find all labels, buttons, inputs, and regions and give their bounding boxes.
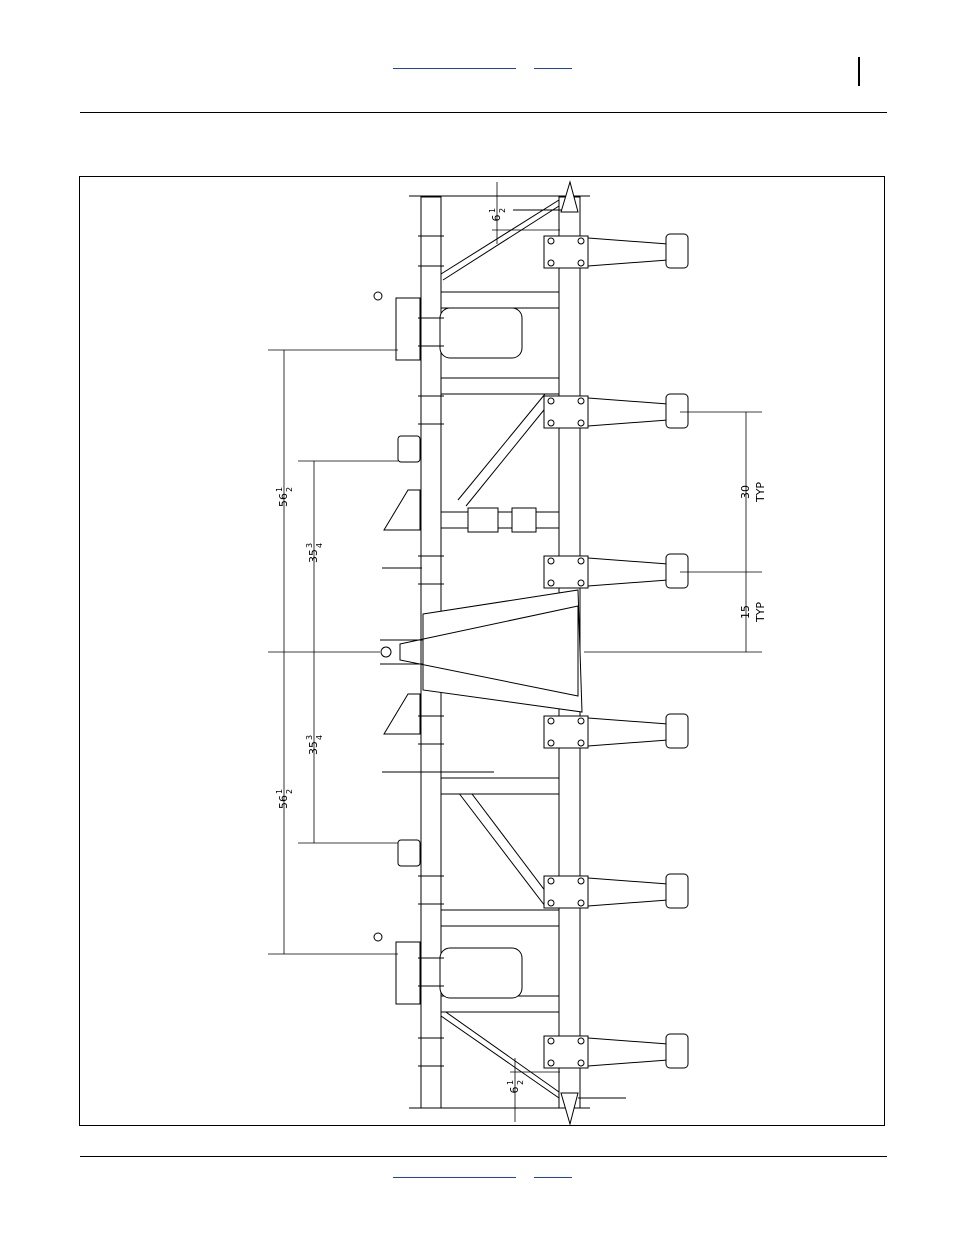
svg-text:6: 6	[508, 1087, 521, 1094]
svg-text:1: 1	[275, 487, 284, 492]
gauge-wheel-bottom	[440, 948, 522, 998]
dim-outer-lower: 56 1 2	[275, 789, 294, 809]
marker-disk-bottom	[374, 933, 382, 941]
dim-outer-upper: 56 1 2	[275, 487, 294, 507]
brace-lower	[458, 792, 545, 906]
dim-half-row-spacing: 15 TYP	[739, 602, 767, 623]
dim-top-offset: 6 1 2	[488, 208, 507, 222]
brace-upper	[458, 394, 545, 500]
svg-text:15: 15	[739, 605, 752, 619]
cross-member-3	[441, 778, 559, 794]
hitch-frame	[423, 590, 582, 712]
footer-link-underline-2[interactable]	[534, 1177, 572, 1178]
footer-link-underline-1[interactable]	[393, 1177, 516, 1178]
svg-text:56: 56	[277, 795, 290, 809]
dim-bottom-offset: 6 1 2	[506, 1080, 525, 1094]
svg-text:2: 2	[516, 1080, 525, 1085]
brace-upper-2	[466, 400, 552, 506]
svg-text:35: 35	[307, 741, 320, 755]
cylinder-barrel	[512, 508, 536, 532]
dim-inner-lower: 35 3 4	[305, 735, 324, 755]
brace-lower-2	[466, 786, 552, 900]
svg-text:3: 3	[305, 543, 314, 548]
row-unit-6	[544, 1034, 688, 1068]
brace-bottom	[441, 1016, 559, 1098]
marker-mount-top	[396, 298, 420, 360]
svg-text:1: 1	[506, 1080, 515, 1085]
dim-inner-upper: 35 3 4	[305, 543, 324, 563]
brace-bottom-2	[443, 1010, 559, 1092]
svg-text:56: 56	[277, 493, 290, 507]
svg-text:30: 30	[739, 485, 752, 499]
svg-text:2: 2	[285, 487, 294, 492]
svg-text:4: 4	[315, 543, 324, 548]
row-unit-1	[544, 234, 688, 268]
lock-block-upper	[398, 436, 420, 462]
svg-text:2: 2	[498, 208, 507, 213]
stand-upper	[384, 490, 420, 530]
cross-member-4	[441, 910, 559, 926]
row-unit-2	[544, 394, 688, 428]
cross-member-1	[441, 292, 559, 308]
svg-text:4: 4	[315, 735, 324, 740]
svg-text:35: 35	[307, 549, 320, 563]
svg-text:3: 3	[305, 735, 314, 740]
dim-row-spacing: 30 TYP	[739, 482, 767, 503]
marker-mount-bottom	[396, 942, 420, 1004]
hitch-pin	[381, 647, 391, 657]
stand-lower	[384, 694, 420, 734]
lock-block-lower	[398, 840, 420, 866]
marker-disk-top	[374, 292, 382, 300]
cylinder-rod	[468, 508, 498, 532]
hydraulic-cylinder	[441, 512, 559, 528]
row-unit-4	[544, 714, 688, 748]
svg-text:2: 2	[285, 789, 294, 794]
svg-text:6: 6	[490, 215, 503, 222]
footer-rule	[80, 1156, 887, 1157]
svg-text:1: 1	[488, 208, 497, 213]
row-unit-3	[544, 554, 688, 588]
cross-member-2	[441, 378, 559, 394]
gauge-wheel-top	[440, 308, 522, 358]
svg-text:TYP: TYP	[754, 602, 767, 623]
svg-text:1: 1	[275, 789, 284, 794]
svg-text:TYP: TYP	[754, 482, 767, 503]
row-unit-5	[544, 874, 688, 908]
